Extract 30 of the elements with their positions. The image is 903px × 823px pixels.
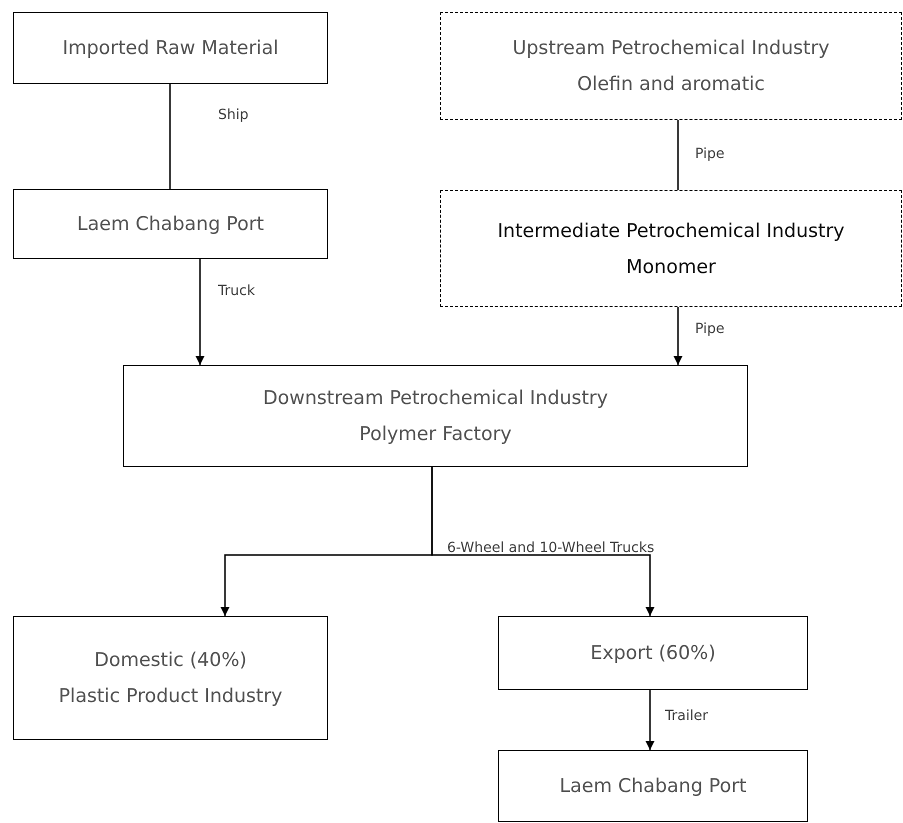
box-subtitle: Monomer <box>626 256 716 278</box>
box-title: Laem Chabang Port <box>77 213 264 235</box>
arrow <box>674 307 682 365</box>
edge-label: Ship <box>218 107 249 123</box>
arrow <box>196 259 204 365</box>
arrow <box>431 467 654 616</box>
process-box <box>498 750 808 822</box>
process-box <box>498 616 808 690</box>
process-box <box>13 616 328 740</box>
box-title: Export (60%) <box>590 642 716 664</box>
edge-label: 6-Wheel and 10-Wheel Trucks <box>447 540 654 556</box>
box-subtitle: Olefin and aromatic <box>577 73 765 95</box>
box-subtitle: Polymer Factory <box>359 423 512 445</box>
process-box <box>440 12 902 120</box>
box-title: Intermediate Petrochemical Industry <box>497 220 845 242</box>
box-title: Upstream Petrochemical Industry <box>512 37 830 59</box>
arrow <box>646 690 654 750</box>
process-box <box>123 365 748 467</box>
process-box <box>440 190 902 307</box>
edge-label: Trailer <box>665 708 708 724</box>
box-title: Imported Raw Material <box>62 37 279 59</box>
process-box <box>13 12 328 84</box>
edge-label: Pipe <box>695 321 725 337</box>
process-box <box>13 189 328 259</box>
box-subtitle: Plastic Product Industry <box>58 685 282 707</box>
box-title: Domestic (40%) <box>94 649 247 671</box>
box-title: Downstream Petrochemical Industry <box>263 387 608 409</box>
box-title: Laem Chabang Port <box>560 775 746 797</box>
edge-label: Truck <box>218 283 255 299</box>
edge-label: Pipe <box>695 146 725 162</box>
